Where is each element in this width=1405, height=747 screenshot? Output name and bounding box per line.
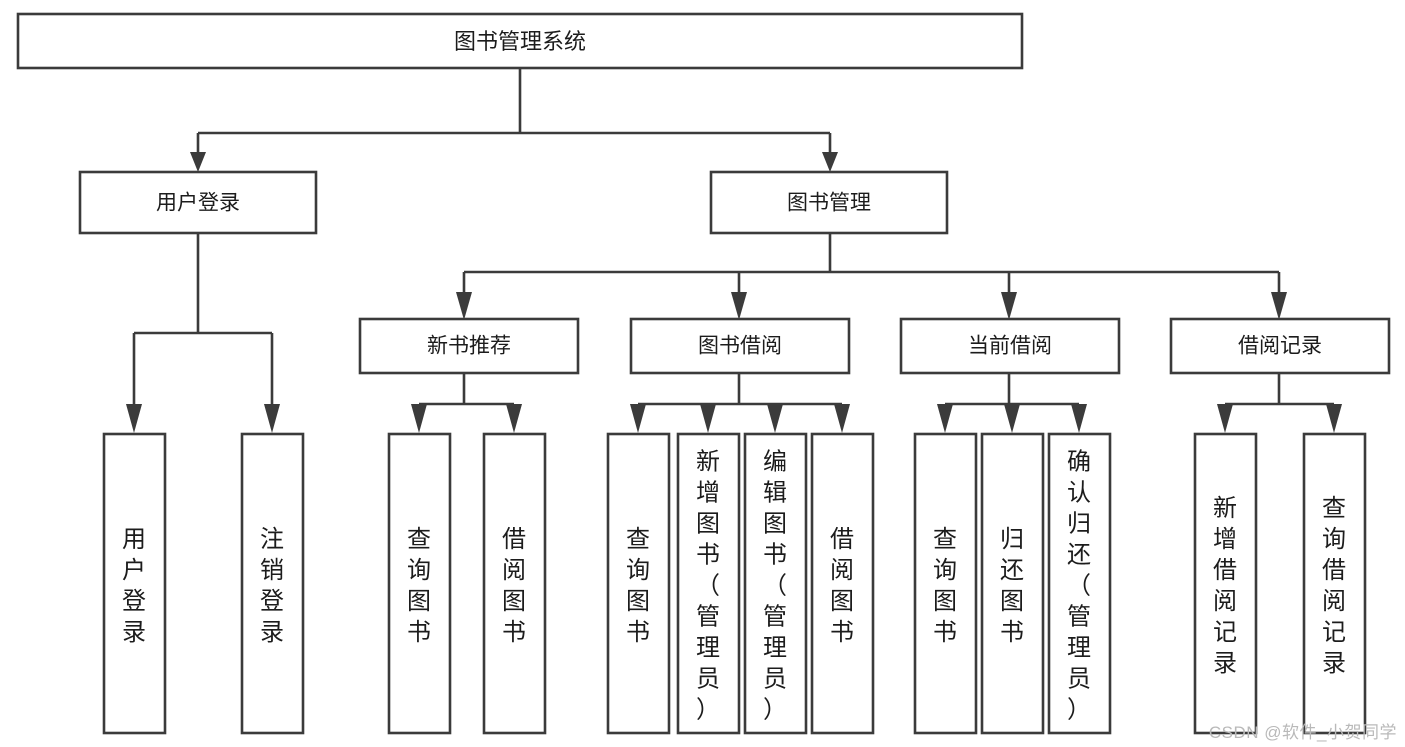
leaf-nb-query-book-box[interactable] xyxy=(387,432,452,735)
leaf-bb-borrow-book-label: 借阅图书 xyxy=(830,526,854,646)
node-borrow-record-label: 借阅记录 xyxy=(1238,335,1322,358)
arrow-to-bookborrow-icon xyxy=(731,292,747,320)
arrow-curborrow-leaf-3-icon xyxy=(1071,404,1087,433)
leaf-logout-box[interactable] xyxy=(240,432,305,735)
node-book-management-label: 图书管理 xyxy=(787,192,871,215)
node-root-label: 图书管理系统 xyxy=(454,29,586,54)
arrow-bookborrow-leaf-2-icon xyxy=(700,404,716,433)
node-current-borrow-box[interactable] xyxy=(899,317,1121,375)
arrow-to-borrowrecord-icon xyxy=(1271,292,1287,320)
leaf-user-login-label: 用户登录 xyxy=(122,526,146,646)
leaf-node[interactable]: 借阅图书 xyxy=(810,432,875,735)
leaf-br-add-record-label: 新增借阅记录 xyxy=(1213,495,1237,677)
leaf-nb-borrow-book-label: 借阅图书 xyxy=(502,526,526,646)
node-new-book-recommend-label: 新书推荐 xyxy=(427,335,511,358)
arrow-to-user-login-icon xyxy=(190,152,206,172)
leaf-node[interactable]: 用户登录 xyxy=(102,432,167,735)
leaf-br-add-record-box[interactable] xyxy=(1193,432,1258,735)
node-root-box[interactable] xyxy=(16,12,1024,70)
arrow-curborrow-leaf-2-icon xyxy=(1004,404,1020,433)
leaf-node[interactable]: 新增图书（管理员） xyxy=(676,432,741,735)
node-book-borrow-label: 图书借阅 xyxy=(698,335,782,358)
leaf-node[interactable]: 归还图书 xyxy=(980,432,1045,735)
leaf-br-query-record-label: 查询借阅记录 xyxy=(1322,495,1346,677)
leaf-node[interactable]: 查询图书 xyxy=(387,432,452,735)
leaf-user-login-box[interactable] xyxy=(102,432,167,735)
arrow-to-book-mgmt-icon xyxy=(822,152,838,172)
leaf-nb-query-book-label: 查询图书 xyxy=(407,526,431,646)
node-current-borrow[interactable]: 当前借阅 xyxy=(899,317,1121,375)
leaf-node[interactable]: 查询图书 xyxy=(606,432,671,735)
arrow-to-newbook-icon xyxy=(456,292,472,320)
leaf-node[interactable]: 借阅图书 xyxy=(482,432,547,735)
leaf-nb-borrow-book-box[interactable] xyxy=(482,432,547,735)
leaf-cb-return-book-box[interactable] xyxy=(980,432,1045,735)
leaf-cb-query-book-box[interactable] xyxy=(913,432,978,735)
leaf-node[interactable]: 查询借阅记录 xyxy=(1302,432,1367,735)
arrow-bookborrow-leaf-3-icon xyxy=(767,404,783,433)
node-user-login[interactable]: 用户登录 xyxy=(78,170,318,235)
leaf-node[interactable]: 查询图书 xyxy=(913,432,978,735)
arrow-bookborrow-leaf-1-icon xyxy=(630,404,646,433)
leaf-bb-edit-book-box[interactable] xyxy=(743,432,808,735)
node-new-book-recommend-box[interactable] xyxy=(358,317,580,375)
arrow-borrowrecord-leaf-1-icon xyxy=(1217,404,1233,433)
node-book-management-box[interactable] xyxy=(709,170,949,235)
node-book-management[interactable]: 图书管理 xyxy=(709,170,949,235)
arrow-userlogin-leaf-1-icon xyxy=(126,404,142,433)
leaf-cb-query-book-label: 查询图书 xyxy=(933,526,957,646)
leaf-cb-return-book-label: 归还图书 xyxy=(1000,526,1024,646)
arrow-borrowrecord-leaf-2-icon xyxy=(1326,404,1342,433)
leaf-node[interactable]: 注销登录 xyxy=(240,432,305,735)
leaf-bb-query-book-label: 查询图书 xyxy=(626,526,650,646)
connector-layer xyxy=(126,68,1342,433)
leaf-bb-add-book-label: 新增图书（管理员） xyxy=(696,449,720,724)
arrow-curborrow-leaf-1-icon xyxy=(937,404,953,433)
node-book-borrow[interactable]: 图书借阅 xyxy=(629,317,851,375)
node-root[interactable]: 图书管理系统 xyxy=(16,12,1024,70)
arrow-newbook-leaf-2-icon xyxy=(506,404,522,433)
arrow-userlogin-leaf-2-icon xyxy=(264,404,280,433)
leaf-bb-edit-book-label: 编辑图书（管理员） xyxy=(763,449,787,724)
leaf-bb-query-book-box[interactable] xyxy=(606,432,671,735)
arrow-newbook-leaf-1-icon xyxy=(411,404,427,433)
node-current-borrow-label: 当前借阅 xyxy=(968,335,1052,358)
leaf-bb-borrow-book-box[interactable] xyxy=(810,432,875,735)
leaf-node[interactable]: 编辑图书（管理员） xyxy=(743,432,808,735)
arrow-to-curborrow-icon xyxy=(1001,292,1017,320)
node-book-borrow-box[interactable] xyxy=(629,317,851,375)
leaf-cb-confirm-return-box[interactable] xyxy=(1047,432,1112,735)
leaf-logout-label: 注销登录 xyxy=(260,526,284,646)
leaf-cb-confirm-return-label: 确认归还（管理员） xyxy=(1067,449,1091,724)
arrow-bookborrow-leaf-4-icon xyxy=(834,404,850,433)
node-user-login-label: 用户登录 xyxy=(156,192,240,215)
leaf-node[interactable]: 确认归还（管理员） xyxy=(1047,432,1112,735)
leaf-node[interactable]: 新增借阅记录 xyxy=(1193,432,1258,735)
node-borrow-record[interactable]: 借阅记录 xyxy=(1169,317,1391,375)
node-user-login-box[interactable] xyxy=(78,170,318,235)
leaf-br-query-record-box[interactable] xyxy=(1302,432,1367,735)
node-new-book-recommend[interactable]: 新书推荐 xyxy=(358,317,580,375)
node-borrow-record-box[interactable] xyxy=(1169,317,1391,375)
leaf-bb-add-book-box[interactable] xyxy=(676,432,741,735)
